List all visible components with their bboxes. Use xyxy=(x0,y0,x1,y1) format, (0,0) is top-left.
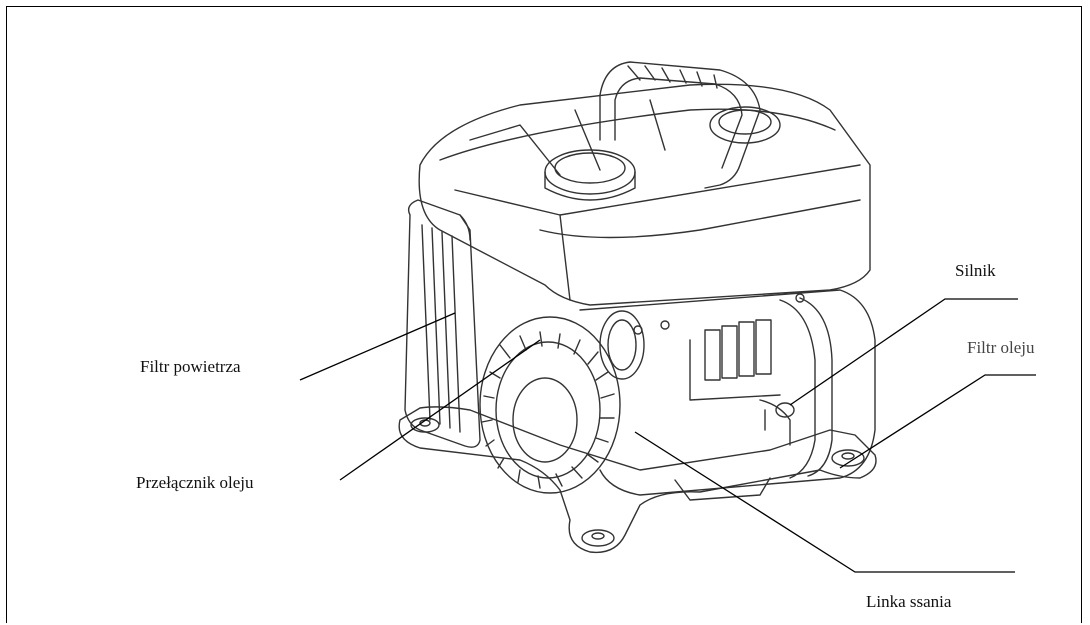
recoil-starter xyxy=(479,310,645,494)
engine-block xyxy=(579,289,876,501)
label-air-filter: Filtr powietrza xyxy=(140,357,241,376)
leader-lines xyxy=(299,298,1036,573)
leader-engine xyxy=(789,298,1018,406)
oil-cap xyxy=(709,106,781,144)
label-oil-switch: Przełącznik oleju xyxy=(136,473,254,492)
leader-choke-cable xyxy=(634,431,1015,573)
label-engine: Silnik xyxy=(955,261,996,280)
leader-oil-filter xyxy=(839,374,1036,469)
leader-oil-switch xyxy=(339,339,541,481)
diagram-frame xyxy=(6,6,1082,623)
fuel-tank xyxy=(418,83,871,306)
label-choke-cable: Linka ssania xyxy=(866,592,952,611)
leader-air-filter xyxy=(299,312,456,381)
carry-handle xyxy=(599,61,761,189)
label-oil-filter: Filtr oleju xyxy=(967,338,1035,357)
fuel-cap xyxy=(544,149,636,201)
base-frame xyxy=(398,406,877,554)
air-filter-body xyxy=(404,199,481,448)
